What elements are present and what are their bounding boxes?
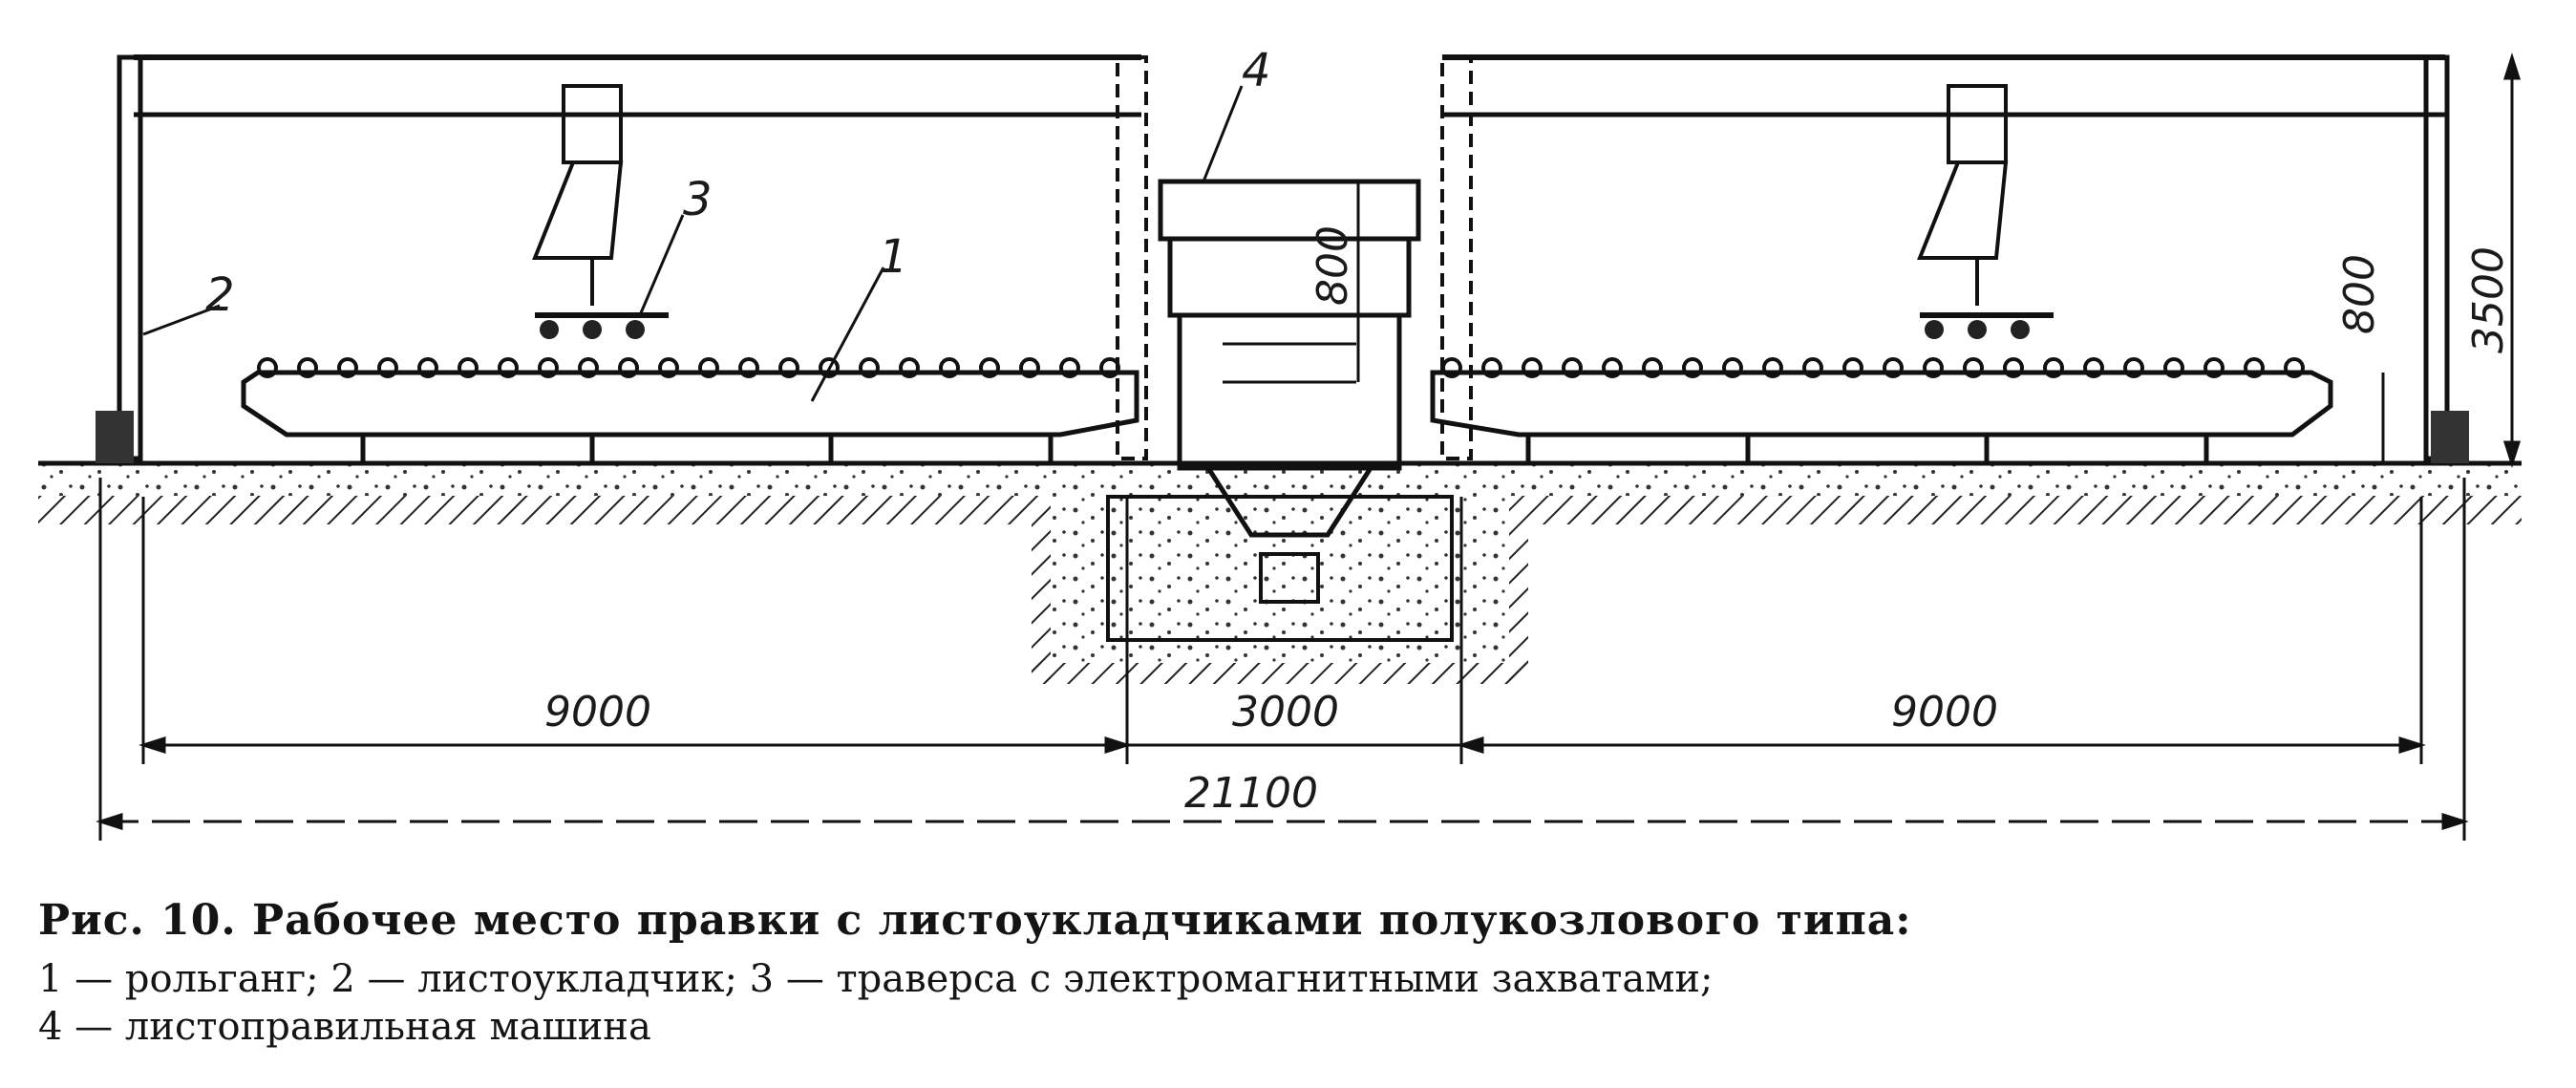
left-rollers	[257, 357, 1120, 378]
figure-caption-title: Рис. 10. Рабочее место правки с листоукл…	[38, 896, 1912, 945]
roller	[939, 357, 960, 378]
roller	[1963, 357, 1984, 378]
roller	[1099, 357, 1120, 378]
roller	[738, 357, 759, 378]
right-gantry	[1440, 54, 2469, 463]
roller	[2003, 357, 2024, 378]
roller	[1562, 357, 1583, 378]
figure-caption-legend: 1 — рольганг; 2 — листоукладчик; 3 — тра…	[38, 955, 2541, 1051]
roller	[859, 357, 880, 378]
roller	[1802, 357, 1823, 378]
roller	[1441, 357, 1462, 378]
dim-center-span: 3000	[1232, 688, 1339, 736]
roller	[1602, 357, 1623, 378]
roller	[257, 357, 278, 378]
roller	[1682, 357, 1703, 378]
roller	[498, 357, 519, 378]
technical-drawing: 2 3 1 4 9000 3000 9000 21100 800 800 350…	[38, 44, 2522, 841]
dim-crane-height: 3500	[2464, 246, 2513, 353]
roller	[1019, 357, 1040, 378]
roller	[458, 357, 479, 378]
roller	[578, 357, 599, 378]
dim-roller-height: 800	[2335, 254, 2384, 334]
roller	[297, 357, 318, 378]
straightening-machine	[1158, 179, 1421, 604]
right-roller-table	[1430, 357, 2333, 463]
roller	[538, 357, 559, 378]
roller	[1722, 357, 1743, 378]
leader-lines	[142, 85, 1244, 402]
roller	[2244, 357, 2265, 378]
roller	[2083, 357, 2104, 378]
dim-left-span: 9000	[544, 688, 651, 736]
left-gantry	[96, 54, 1148, 463]
roller	[1842, 357, 1863, 378]
legend-line-1: 1 — рольганг; 2 — листоукладчик; 3 — тра…	[38, 957, 1714, 1001]
legend-line-2: 4 — листоправильная машина	[38, 1005, 651, 1049]
roller	[1481, 357, 1502, 378]
roller	[618, 357, 639, 378]
roller	[2163, 357, 2184, 378]
roller	[819, 357, 840, 378]
roller	[1059, 357, 1080, 378]
callout-4: 4	[1242, 44, 1271, 97]
roller	[1883, 357, 1904, 378]
roller	[1762, 357, 1783, 378]
roller	[1522, 357, 1543, 378]
roller	[899, 357, 920, 378]
roller	[2123, 357, 2144, 378]
roller	[337, 357, 358, 378]
roller	[979, 357, 1000, 378]
right-traverse	[1917, 84, 2054, 339]
roller	[2284, 357, 2305, 378]
callout-3: 3	[683, 173, 713, 226]
roller	[698, 357, 719, 378]
dim-right-span: 9000	[1891, 688, 1998, 736]
dimension-lines	[96, 53, 2522, 841]
roller	[2203, 357, 2225, 378]
left-traverse	[532, 84, 669, 339]
roller	[1923, 357, 1944, 378]
roller	[658, 357, 679, 378]
left-roller-table	[241, 357, 1139, 463]
roller	[778, 357, 799, 378]
ground-and-foundation	[38, 460, 2522, 684]
dim-total-span: 21100	[1184, 769, 1318, 818]
dim-machine-height: 800	[1309, 225, 1357, 306]
callout-2: 2	[205, 268, 235, 322]
roller	[1642, 357, 1663, 378]
roller	[377, 357, 398, 378]
callout-1: 1	[879, 230, 908, 284]
right-rollers	[1441, 357, 2305, 378]
roller	[417, 357, 438, 378]
roller	[2043, 357, 2064, 378]
